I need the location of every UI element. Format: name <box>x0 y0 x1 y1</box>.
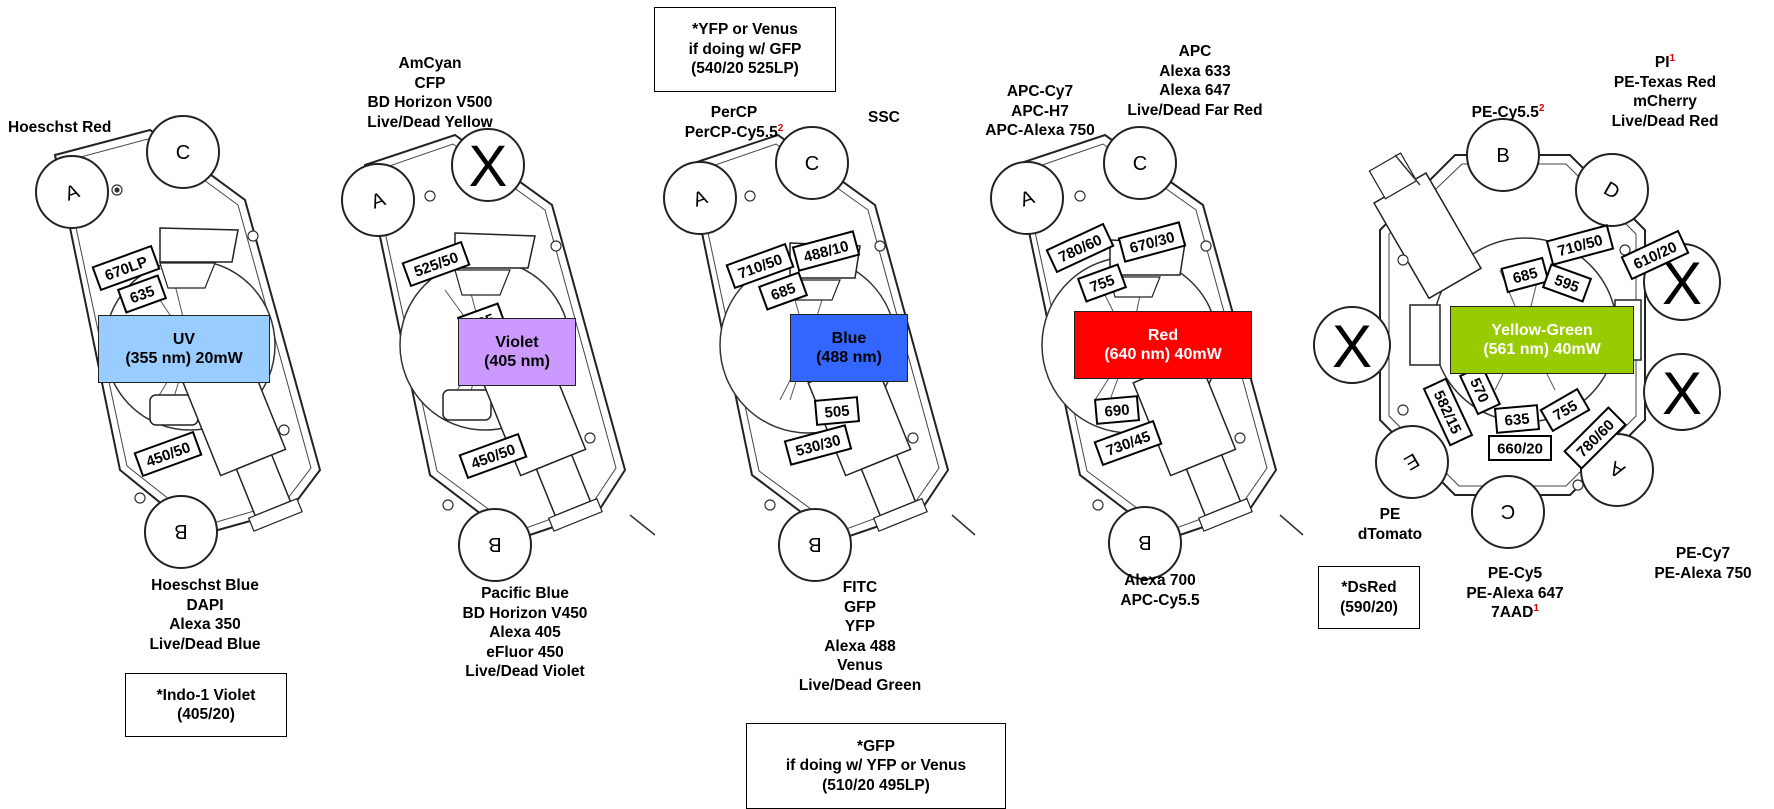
filter-text: 685 <box>1511 265 1540 288</box>
footnote-superscript: 2 <box>777 122 784 134</box>
blue-label-top-right: SSC <box>868 109 900 126</box>
filter-label-635: 635 <box>1493 404 1541 434</box>
uv-label-top-left: Hoeschst Red <box>8 119 112 136</box>
filter-text: 505 <box>824 402 850 421</box>
violet-detector-unused: X <box>451 128 525 202</box>
uv-detector-c: C <box>146 115 220 189</box>
laser-spec: (561 nm) 40mW <box>1483 341 1601 358</box>
filter-label-635: 635 <box>116 274 168 314</box>
filter-label-685: 685 <box>1500 256 1550 294</box>
yg-detector-unused-left: X <box>1313 306 1391 384</box>
laser-name: UV <box>172 331 196 348</box>
svg-text:B: B <box>488 533 501 555</box>
svg-text:C: C <box>805 153 819 175</box>
red-label-top-right: APC Alexa 633 Alexa 647 Live/Dead Far Re… <box>1127 43 1263 119</box>
laser-name: Violet <box>495 334 539 351</box>
filter-label-755: 755 <box>1539 387 1591 433</box>
unused-x-marker: X <box>1662 360 1702 427</box>
blue-detector-b: B <box>778 508 852 582</box>
yg-detector-d: D <box>1575 153 1649 227</box>
red-detector-b: B <box>1108 506 1182 580</box>
uv-label-bottom: Hoeschst Blue DAPI Alexa 350 Live/Dead B… <box>149 577 261 653</box>
footnote-superscript: 1 <box>1533 602 1539 614</box>
unused-x-marker: X <box>1332 313 1372 380</box>
blue-note-bottom: *GFP if doing w/ YFP or Venus (510/20 49… <box>746 723 1006 809</box>
blue-note-top: *YFP or Venus if doing w/ GFP (540/20 52… <box>654 7 836 92</box>
filter-label-690: 690 <box>1093 395 1141 425</box>
filter-label-505: 505 <box>813 396 861 426</box>
blue-detector-a: A <box>663 161 737 235</box>
violet-detector-b: B <box>458 508 532 582</box>
filter-text: 635 <box>1504 410 1530 429</box>
svg-text:C: C <box>176 142 190 164</box>
svg-text:B: B <box>1496 145 1509 167</box>
laser-spec: (488 nm) <box>816 349 882 366</box>
laser-spec: (405 nm) <box>484 353 550 370</box>
blue-label-bottom: FITC GFP YFP Alexa 488 Venus Live/Dead G… <box>798 579 922 694</box>
uv-detector-b: B <box>144 495 218 569</box>
red-label-top-left: APC-Cy7 APC-H7 APC-Alexa 750 <box>985 83 1095 139</box>
laser-spec: (640 nm) 40mW <box>1104 346 1222 363</box>
yg-label-top-d: PI1 PE-Texas Red mCherry Live/Dead Red <box>1611 52 1719 130</box>
red-label-bottom: Alexa 700 APC-Cy5.5 <box>1120 572 1200 609</box>
laser-blue: Blue (488 nm) <box>790 314 908 382</box>
svg-text:B: B <box>1138 531 1151 553</box>
yg-detector-b: B <box>1466 118 1540 192</box>
svg-text:B: B <box>808 533 821 555</box>
uv-note-box: *Indo-1 Violet (405/20) <box>125 673 287 737</box>
violet-label-bottom: Pacific Blue BD Horizon V450 Alexa 405 e… <box>462 585 588 680</box>
violet-label-top: AmCyan CFP BD Horizon V500 Live/Dead Yel… <box>367 55 493 131</box>
yg-label-top-b: PE-Cy5.52 <box>1471 102 1545 121</box>
filter-text: 690 <box>1104 401 1130 420</box>
filter-label-525-50: 525/50 <box>401 240 471 288</box>
violet-detector-a: A <box>341 163 415 237</box>
filter-text: 660/20 <box>1497 441 1543 458</box>
laser-name: Blue <box>831 330 867 347</box>
yg-note-box: *DsRed (590/20) <box>1318 566 1420 629</box>
red-detector-a: A <box>990 161 1064 235</box>
filter-label-685: 685 <box>757 271 809 311</box>
svg-text:C: C <box>1133 153 1147 175</box>
laser-uv: UV (355 nm) 20mW <box>98 315 270 383</box>
footnote-superscript: 1 <box>1669 52 1676 64</box>
red-detector-c: C <box>1103 126 1177 200</box>
laser-spec: (355 nm) 20mW <box>125 350 243 367</box>
blue-label-top-left: PerCP PerCP-Cy5.52 <box>684 104 784 141</box>
uv-detector-a: A <box>35 155 109 229</box>
laser-name: Red <box>1147 327 1179 344</box>
yg-label-bottom-c: PE-Cy5 PE-Alexa 647 7AAD1 <box>1466 565 1564 621</box>
filter-label-660-20: 660/20 <box>1488 435 1552 461</box>
yg-detector-c: C <box>1471 475 1545 549</box>
filter-label-595: 595 <box>1541 263 1593 303</box>
filter-label-755: 755 <box>1076 263 1128 303</box>
laser-violet: Violet (405 nm) <box>458 318 576 386</box>
yg-detector-e: E <box>1375 425 1449 499</box>
yg-detector-unused-right-bottom: X <box>1643 353 1721 431</box>
svg-text:C: C <box>1501 500 1515 522</box>
laser-red: Red (640 nm) 40mW <box>1074 311 1252 379</box>
svg-text:B: B <box>174 520 187 542</box>
yg-label-right-a: PE-Cy7 PE-Alexa 750 <box>1654 545 1752 582</box>
laser-name: Yellow-Green <box>1491 322 1593 339</box>
unused-x-marker: X <box>469 134 508 199</box>
filter-label-730-45: 730/45 <box>1093 419 1163 467</box>
filter-label-710-50: 710/50 <box>1545 224 1615 266</box>
blue-detector-c: C <box>775 126 849 200</box>
footnote-superscript: 2 <box>1538 102 1545 114</box>
laser-yellow-green: Yellow-Green (561 nm) 40mW <box>1450 306 1634 374</box>
yg-label-left-e: PE dTomato <box>1357 506 1423 543</box>
